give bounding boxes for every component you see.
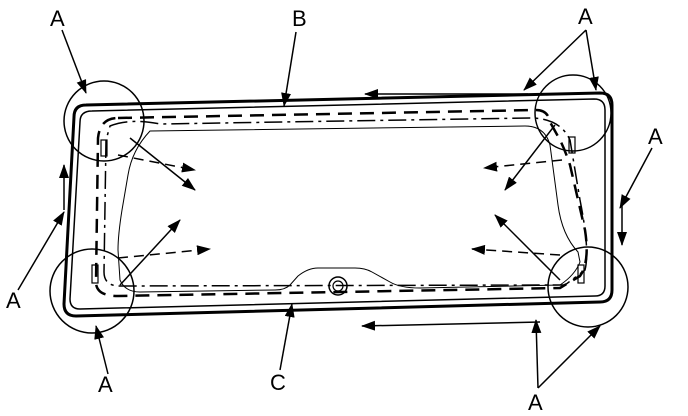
glass-outline xyxy=(62,91,614,318)
spacer-blocks xyxy=(91,136,585,284)
label-c: C xyxy=(270,370,286,395)
sensor-icon xyxy=(328,276,348,296)
edge-arrows xyxy=(59,89,627,331)
label-a-bottom-left: A xyxy=(98,372,113,397)
label-a-bottom-right: A xyxy=(528,390,543,415)
callout-leaders xyxy=(17,29,653,389)
inward-arrows xyxy=(117,124,563,286)
label-a-top-left: A xyxy=(50,6,65,31)
inner-viewing-area xyxy=(117,125,581,293)
corner-circles xyxy=(49,74,629,334)
label-b: B xyxy=(292,6,307,31)
label-a-top-right: A xyxy=(578,4,593,29)
dash-dot-line xyxy=(103,117,588,287)
label-a-right: A xyxy=(648,124,663,149)
dashed-bead-line xyxy=(94,108,588,298)
label-a-left: A xyxy=(6,288,21,313)
